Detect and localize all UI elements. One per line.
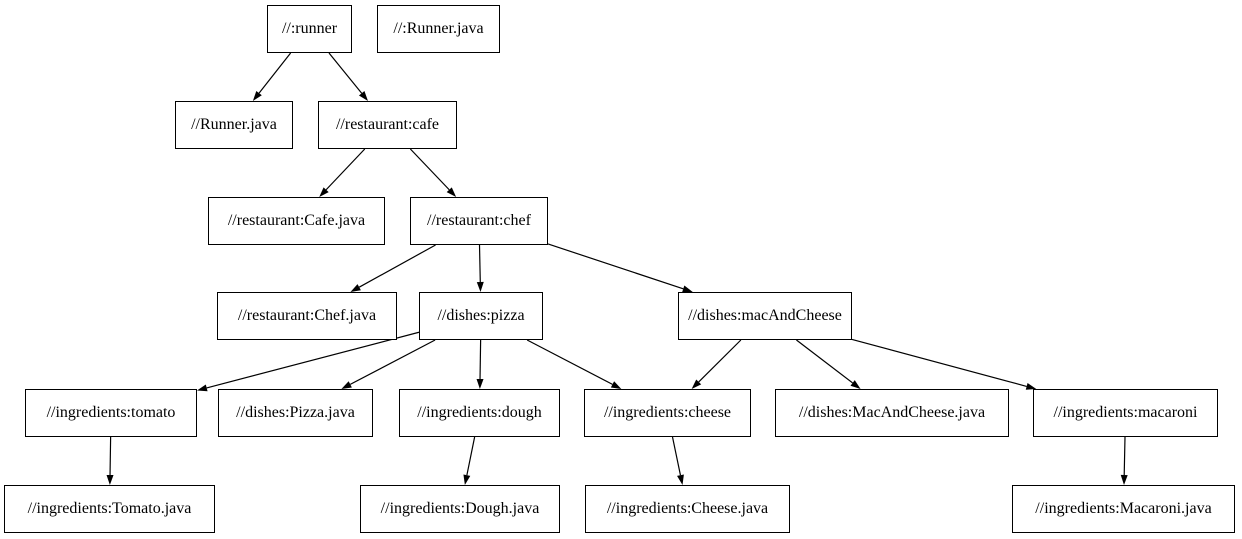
graph-node-tomato-java: //ingredients:Tomato.java <box>4 485 215 533</box>
edge-line <box>258 52 292 94</box>
edge-line <box>206 331 420 389</box>
graph-node-pizza-java: //dishes:Pizza.java <box>218 389 373 437</box>
edge-mac-and-cheese-to-cheese <box>691 339 742 389</box>
graph-node-mac-and-cheese: //dishes:macAndCheese <box>678 292 852 340</box>
edge-line <box>325 148 366 191</box>
node-label: //ingredients:cheese <box>603 404 732 421</box>
edge-cheese-to-cheese-java <box>671 436 684 485</box>
edge-chef-to-mac-and-cheese <box>547 243 693 293</box>
graph-node-runner-java: //Runner.java <box>175 101 293 149</box>
arrowhead-icon <box>341 381 352 389</box>
edge-line <box>547 243 684 290</box>
graph-node-runner-java-root: //:Runner.java <box>377 5 500 53</box>
node-label: //ingredients:Cheese.java <box>606 500 769 517</box>
edge-line <box>698 339 742 383</box>
graph-node-chef: //restaurant:chef <box>410 197 548 245</box>
graph-node-cafe-java: //restaurant:Cafe.java <box>208 197 385 245</box>
node-label: //dishes:Pizza.java <box>236 404 355 421</box>
edge-line <box>479 339 482 380</box>
arrowhead-icon <box>610 381 622 389</box>
arrowhead-icon <box>106 474 114 485</box>
edge-line <box>526 339 613 385</box>
node-label: //Runner.java <box>191 116 277 133</box>
edge-line <box>109 436 112 476</box>
edge-chef-to-pizza <box>476 244 484 292</box>
node-label: //restaurant:cafe <box>335 116 440 133</box>
edge-line <box>328 52 363 94</box>
edge-mac-and-cheese-to-mac-and-cheese-java <box>796 339 861 389</box>
edge-line <box>851 338 1027 387</box>
edge-line <box>466 436 476 476</box>
edge-cafe-to-cafe-java <box>319 148 366 197</box>
edge-cafe-to-chef <box>409 148 457 197</box>
node-label: //ingredients:Dough.java <box>380 500 540 517</box>
node-label: //dishes:macAndCheese <box>688 307 842 324</box>
edge-line <box>358 244 436 288</box>
arrowhead-icon <box>691 379 702 389</box>
arrowhead-icon <box>358 91 368 101</box>
node-label: //dishes:MacAndCheese.java <box>798 404 986 421</box>
node-label: //:runner <box>281 20 338 37</box>
edge-chef-to-chef-java <box>350 244 436 292</box>
graph-node-cheese-java: //ingredients:Cheese.java <box>585 485 790 533</box>
node-label: //ingredients:dough <box>417 404 542 421</box>
node-label: //ingredients:macaroni <box>1053 404 1198 421</box>
graph-node-pizza: //dishes:pizza <box>419 292 543 340</box>
node-label: //:Runner.java <box>393 20 484 37</box>
graph-node-tomato: //ingredients:tomato <box>25 389 197 437</box>
arrowhead-icon <box>463 474 471 485</box>
node-label: //ingredients:Tomato.java <box>27 500 192 517</box>
edge-line <box>796 339 853 384</box>
graph-node-cheese: //ingredients:cheese <box>584 389 751 437</box>
edge-mac-and-cheese-to-macaroni <box>851 338 1037 390</box>
edge-pizza-to-dough <box>476 339 484 389</box>
edge-runner-to-runner-java <box>252 52 292 101</box>
edge-dough-to-dough-java <box>463 436 476 485</box>
graph-node-cafe: //restaurant:cafe <box>318 101 457 149</box>
edge-pizza-to-pizza-java <box>341 339 436 389</box>
node-label: //restaurant:chef <box>427 212 531 229</box>
graph-node-mac-and-cheese-java: //dishes:MacAndCheese.java <box>775 389 1009 437</box>
edge-line <box>671 436 682 476</box>
graph-node-macaroni: //ingredients:macaroni <box>1033 389 1218 437</box>
edge-macaroni-to-macaroni-java <box>1120 436 1128 485</box>
node-label: //ingredients:tomato <box>46 404 176 421</box>
graph-node-macaroni-java: //ingredients:Macaroni.java <box>1012 485 1235 533</box>
node-label: //restaurant:Cafe.java <box>227 212 366 229</box>
graph-node-runner: //:runner <box>267 5 352 53</box>
edge-pizza-to-tomato <box>197 331 420 392</box>
arrowhead-icon <box>476 281 484 292</box>
node-label: //restaurant:Chef.java <box>237 307 377 324</box>
arrowhead-icon <box>319 187 329 197</box>
edge-pizza-to-cheese <box>526 339 622 389</box>
edge-line <box>478 244 481 283</box>
arrowhead-icon <box>197 384 208 392</box>
graph-node-dough-java: //ingredients:Dough.java <box>360 485 560 533</box>
graph-node-chef-java: //restaurant:Chef.java <box>217 292 397 340</box>
arrowhead-icon <box>1120 474 1128 485</box>
graph-node-dough: //ingredients:dough <box>399 389 560 437</box>
edge-line <box>349 339 436 385</box>
edge-line <box>1123 436 1126 476</box>
arrowhead-icon <box>252 90 262 101</box>
arrowhead-icon <box>476 378 484 389</box>
edge-line <box>409 148 450 191</box>
edge-tomato-to-tomato-java <box>106 436 114 485</box>
arrowhead-icon <box>850 380 861 389</box>
edge-runner-to-cafe <box>328 52 368 101</box>
arrowhead-icon <box>446 187 457 197</box>
arrowhead-icon <box>350 284 361 292</box>
node-label: //ingredients:Macaroni.java <box>1035 500 1212 517</box>
arrowhead-icon <box>677 474 684 485</box>
node-label: //dishes:pizza <box>437 307 525 324</box>
